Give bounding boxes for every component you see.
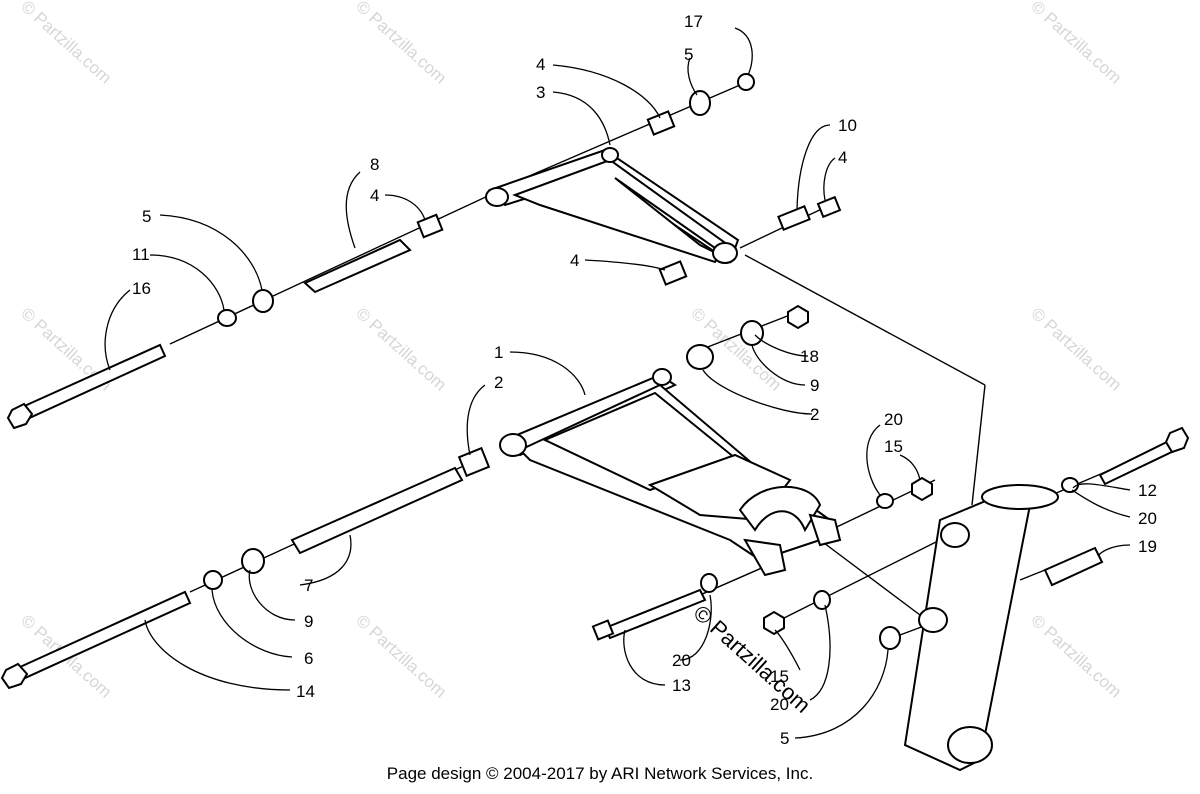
- lower-a-arm: [499, 368, 842, 577]
- callout-5: 5: [780, 729, 789, 748]
- callout-5: 5: [142, 207, 151, 226]
- callout-20: 20: [884, 410, 903, 429]
- callout-20: 20: [672, 651, 691, 670]
- page-footer: Page design © 2004-2017 by ARI Network S…: [386, 764, 814, 783]
- callout-7: 7: [304, 576, 313, 595]
- callout-14: 14: [296, 682, 315, 701]
- callout-2: 2: [494, 373, 503, 392]
- watermark: © Partzilla.com: [352, 304, 450, 395]
- steering-knuckle: [903, 426, 1190, 772]
- callout-17: 17: [684, 12, 703, 31]
- callout-2: 2: [810, 405, 819, 424]
- callout-18: 18: [800, 347, 819, 366]
- watermark: © Partzilla.com: [352, 0, 450, 88]
- upper-arm-hardware: [6, 73, 842, 430]
- callout-20: 20: [770, 695, 789, 714]
- callout-1: 1: [494, 343, 503, 362]
- leader-lines: [104, 27, 1131, 739]
- callout-numbers: 1 2 2 3 4 4 4 4 5 5 5 6 7 8 9 9 10 11 12…: [132, 12, 1157, 748]
- callout-16: 16: [132, 279, 151, 298]
- callout-20: 20: [1138, 509, 1157, 528]
- callout-6: 6: [304, 649, 313, 668]
- callout-12: 12: [1138, 481, 1157, 500]
- watermark: © Partzilla.com: [1027, 304, 1125, 395]
- callout-13: 13: [672, 676, 691, 695]
- callout-3: 3: [536, 83, 545, 102]
- callout-9: 9: [304, 612, 313, 631]
- callout-15: 15: [770, 667, 789, 686]
- watermark: © Partzilla.com: [352, 611, 450, 702]
- callout-15: 15: [884, 437, 903, 456]
- callout-9: 9: [810, 376, 819, 395]
- callout-11: 11: [132, 245, 150, 264]
- callout-10: 10: [838, 116, 857, 135]
- watermark: © Partzilla.com: [17, 0, 115, 88]
- lower-arm-hardware: [0, 304, 933, 690]
- callout-19: 19: [1138, 537, 1157, 556]
- callout-4: 4: [570, 251, 579, 270]
- watermark: © Partzilla.com: [1027, 0, 1125, 88]
- upper-a-arm: [485, 147, 740, 264]
- callout-4: 4: [370, 186, 379, 205]
- callout-5: 5: [684, 45, 693, 64]
- callout-4: 4: [838, 148, 847, 167]
- center-watermark: © Partzilla.com: [689, 600, 816, 718]
- watermark: © Partzilla.com: [1027, 611, 1125, 702]
- callout-4: 4: [536, 55, 545, 74]
- callout-8: 8: [370, 155, 379, 174]
